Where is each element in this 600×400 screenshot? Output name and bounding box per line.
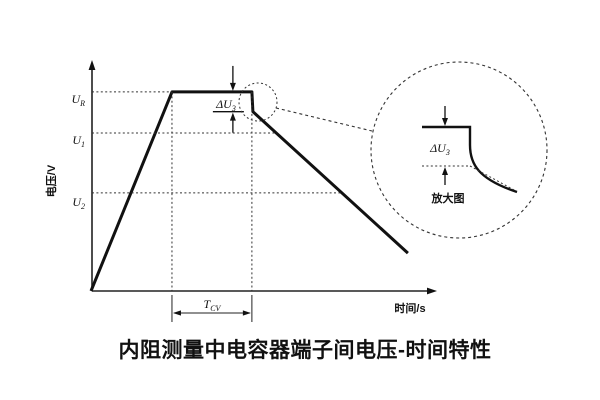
magnifier-connector-line [275, 107, 373, 132]
delta-u-down-arrowhead-icon [229, 82, 236, 91]
tcv-label: TCV [204, 297, 222, 313]
inset-up-arrowhead-icon [442, 167, 448, 175]
y-axis-arrow-icon [88, 60, 96, 70]
y-tick-u1: U1 [72, 133, 85, 149]
tcv-arrow-left-icon [172, 310, 181, 316]
x-axis-title: 时间/s [394, 301, 425, 315]
y-tick-u2: U2 [72, 195, 85, 211]
y-axis-title: 电压/V [44, 164, 58, 197]
magnifier-source-circle [238, 82, 278, 122]
inset-voltage-curve [422, 125, 518, 194]
magnifier-zoom-circle [370, 61, 548, 239]
figure-title: 内阻测量中电容器端子间电压-时间特性 [119, 338, 492, 362]
axes [88, 60, 437, 295]
chart-plot-area [89, 65, 409, 322]
delta-u-up-arrowhead-icon [229, 112, 236, 121]
inset-delta-u-label: ΔU3 [429, 141, 450, 157]
tcv-arrow-right-icon [242, 310, 251, 316]
y-tick-ur: UR [71, 92, 85, 108]
magnifier-callout: ΔU3 放大图 [238, 61, 548, 239]
voltage-curve [89, 90, 409, 292]
inset-down-arrowhead-icon [442, 118, 448, 126]
x-axis-arrow-icon [427, 287, 437, 295]
magnifier-caption: 放大图 [431, 191, 465, 205]
delta-u-label: ΔU3 [215, 97, 236, 113]
